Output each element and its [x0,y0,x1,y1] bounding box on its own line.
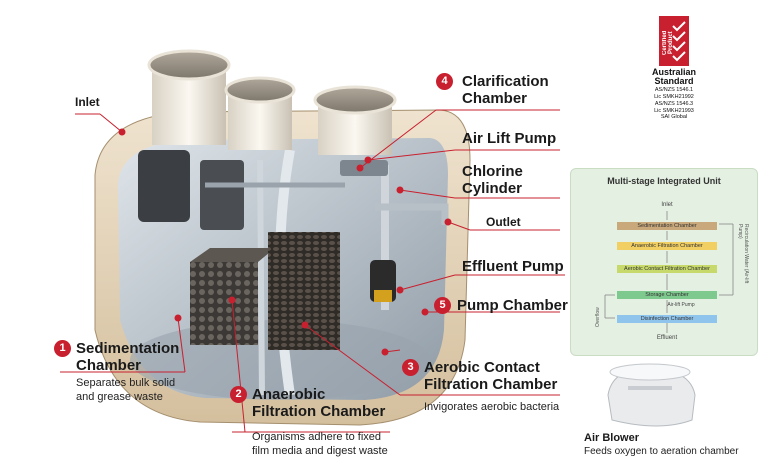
flow-stage-label: Anaerobic Filtration Chamber [631,243,703,249]
flow-stage-storage: Storage Chamber [617,291,717,299]
flow-airlift-label: Air-lift Pump [667,302,695,308]
air-lift-pump-fixture [340,160,388,176]
certification-badge: Certified Product Australian Standard AS… [640,16,708,121]
cert-code: SAI Global [660,114,688,121]
outlet-pipe [375,203,449,225]
sedimentation-desc1: Separates bulk solid [76,377,176,389]
air-blower-description: Feeds oxygen to aeration chamber [584,446,739,457]
flow-panel-title: Multi-stage Integrated Unit [607,176,721,186]
clarification-line1: Clarification [462,73,549,90]
anaerobic-media [190,262,258,345]
anaerobic-desc1: Organisms adhere to fixed [252,431,382,443]
australian-standard-text: Australian Standard [640,67,708,87]
aerobic-line1: Aerobic Contact [424,359,540,376]
anaerobic-desc2: film media and digest waste [252,445,388,458]
aerobic-line2: Filtration Chamber [424,376,558,394]
flow-inlet-label: Inlet [661,202,673,208]
outlet-label: Outlet [486,215,521,229]
chlorine-line1: Chlorine [462,163,523,180]
flow-stage-sedimentation: Sedimentation Chamber [617,222,717,230]
multi-stage-flow-panel: Multi-stage Integrated Unit Inlet Sedime… [570,168,758,356]
flow-stage-anaerobic: Anaerobic Filtration Chamber [617,242,717,250]
inlet-baffle [138,150,190,222]
cert-code: Lic SMKH21993 [654,107,694,114]
sedimentation-description: Separates bulk solid and grease waste [76,376,175,405]
partition-wall [257,159,265,396]
flow-stage-label: Storage Chamber [645,292,689,298]
air-blower-title: Air Blower [584,432,640,444]
anaerobic-number-badge: 2 [230,386,247,403]
anaerobic-line2: Filtration Chamber [252,403,386,421]
anaerobic-line1: Anaerobic [252,386,326,403]
pump-chamber-label: Pump Chamber [457,297,568,314]
clarification-chamber-label: Clarification Chamber [462,73,549,108]
cert-code: AS/NZS 1546.1 [654,86,694,93]
flow-stage-disinfection: Disinfection Chamber [617,315,717,323]
flow-overflow-label: Overflow [595,307,601,327]
sedimentation-desc2: and grease waste [76,391,163,404]
flow-recirculation-label: Recirculation Water (Air-lift Pump) [737,224,749,284]
flow-effluent-label: Effluent [656,335,678,341]
aerobic-number-badge: 3 [402,359,419,376]
flow-stage-label: Disinfection Chamber [640,316,694,322]
clarification-line2: Chamber [462,90,528,108]
cert-code: AS/NZS 1546.3 [654,100,694,107]
standard-line1: Australian [651,67,696,77]
certification-codes: AS/NZS 1546.1 Lic SMKH21992 AS/NZS 1546.… [640,87,708,121]
flow-arrows [604,211,734,333]
flow-stage-aerobic: Aerobic Contact Filtration Chamber [617,265,717,273]
air-blower-illustration [607,363,696,427]
aerobic-description: Invigorates aerobic bacteria [424,401,560,413]
aerobic-media [268,232,340,350]
air-lift-pump-label: Air Lift Pump [462,130,557,147]
aerobic-contact-label: Aerobic Contact Filtration Chamber [424,359,557,394]
anaerobic-filtration-label: Anaerobic Filtration Chamber [252,386,385,421]
sedimentation-line1: Sedimentation [76,340,180,357]
inlet-label: Inlet [75,95,100,109]
sedimentation-line2: Chamber [76,357,142,375]
standard-line2: Standard [654,76,694,87]
pump-chamber-number-badge: 5 [434,297,451,314]
chlorine-line2: Cylinder [462,180,523,198]
clarification-number-badge: 4 [436,73,453,90]
effluent-pump-label: Effluent Pump [462,258,564,275]
anaerobic-description: Organisms adhere to fixed film media and… [252,430,388,459]
sedimentation-number-badge: 1 [54,340,71,357]
certified-product-mark: Certified Product [659,16,689,66]
cert-code: Lic SMKH21992 [654,93,694,100]
flow-stage-label: Aerobic Contact Filtration Chamber [624,266,710,272]
flow-stage-label: Sedimentation Chamber [637,223,697,229]
chlorine-cylinder-label: Chlorine Cylinder [462,163,523,198]
sedimentation-chamber-label: Sedimentation Chamber [76,340,179,375]
